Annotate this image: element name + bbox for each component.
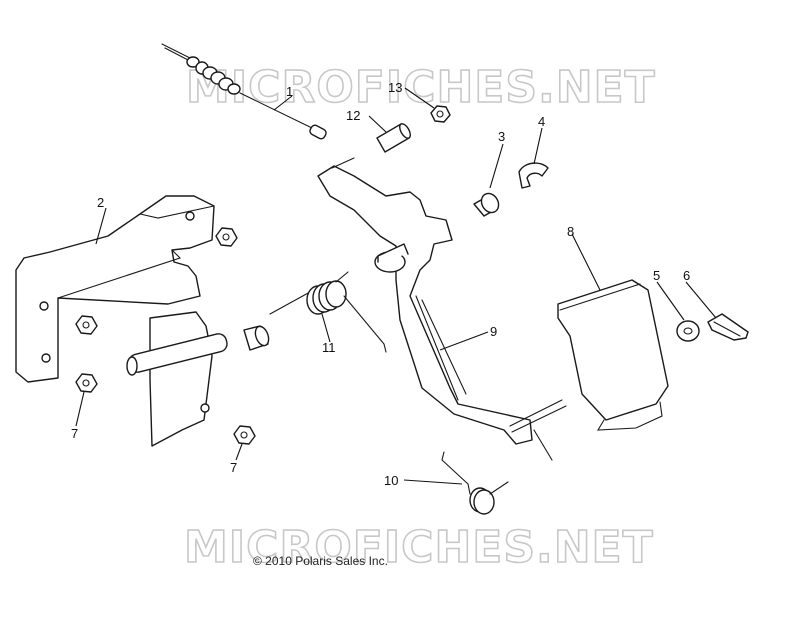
callout-6: 6 xyxy=(683,268,690,283)
part-6-pin xyxy=(707,313,749,341)
watermark-bottom: MICROFICHES.NET xyxy=(184,522,654,573)
callout-2: 2 xyxy=(97,195,104,210)
callout-7-left: 7 xyxy=(71,426,78,441)
callout-8: 8 xyxy=(567,224,574,239)
callout-11: 11 xyxy=(322,340,336,355)
part-7-nut-right xyxy=(233,425,256,445)
part-nut-upper xyxy=(215,227,238,247)
copyright-text: © 2010 Polaris Sales Inc. xyxy=(253,554,388,568)
part-13-nut xyxy=(430,105,451,123)
callout-10: 10 xyxy=(384,473,398,488)
leader-lines xyxy=(75,87,717,485)
callout-13: 13 xyxy=(388,80,402,95)
part-7-nut-left xyxy=(75,373,98,393)
callout-4: 4 xyxy=(538,114,545,129)
callout-7-right: 7 xyxy=(230,460,237,475)
part-nut-middle xyxy=(75,315,98,335)
callout-1: 1 xyxy=(286,84,293,99)
callout-9: 9 xyxy=(490,324,497,339)
part-bushing-lower xyxy=(243,325,270,351)
callout-5: 5 xyxy=(653,268,660,283)
part-2-bracket xyxy=(15,195,228,447)
part-10-spring xyxy=(441,451,509,515)
part-5-washer xyxy=(676,320,700,342)
part-8-pad xyxy=(557,279,669,431)
part-9-pedal xyxy=(317,157,567,461)
callout-3: 3 xyxy=(498,129,505,144)
part-1-cable xyxy=(161,43,327,140)
part-3-bushing xyxy=(473,192,500,217)
part-11-spring xyxy=(269,271,387,353)
callout-12: 12 xyxy=(346,108,360,123)
watermark-top: MICROFICHES.NET xyxy=(186,62,656,113)
part-4-clip xyxy=(518,162,549,189)
part-12-bushing xyxy=(376,123,411,153)
